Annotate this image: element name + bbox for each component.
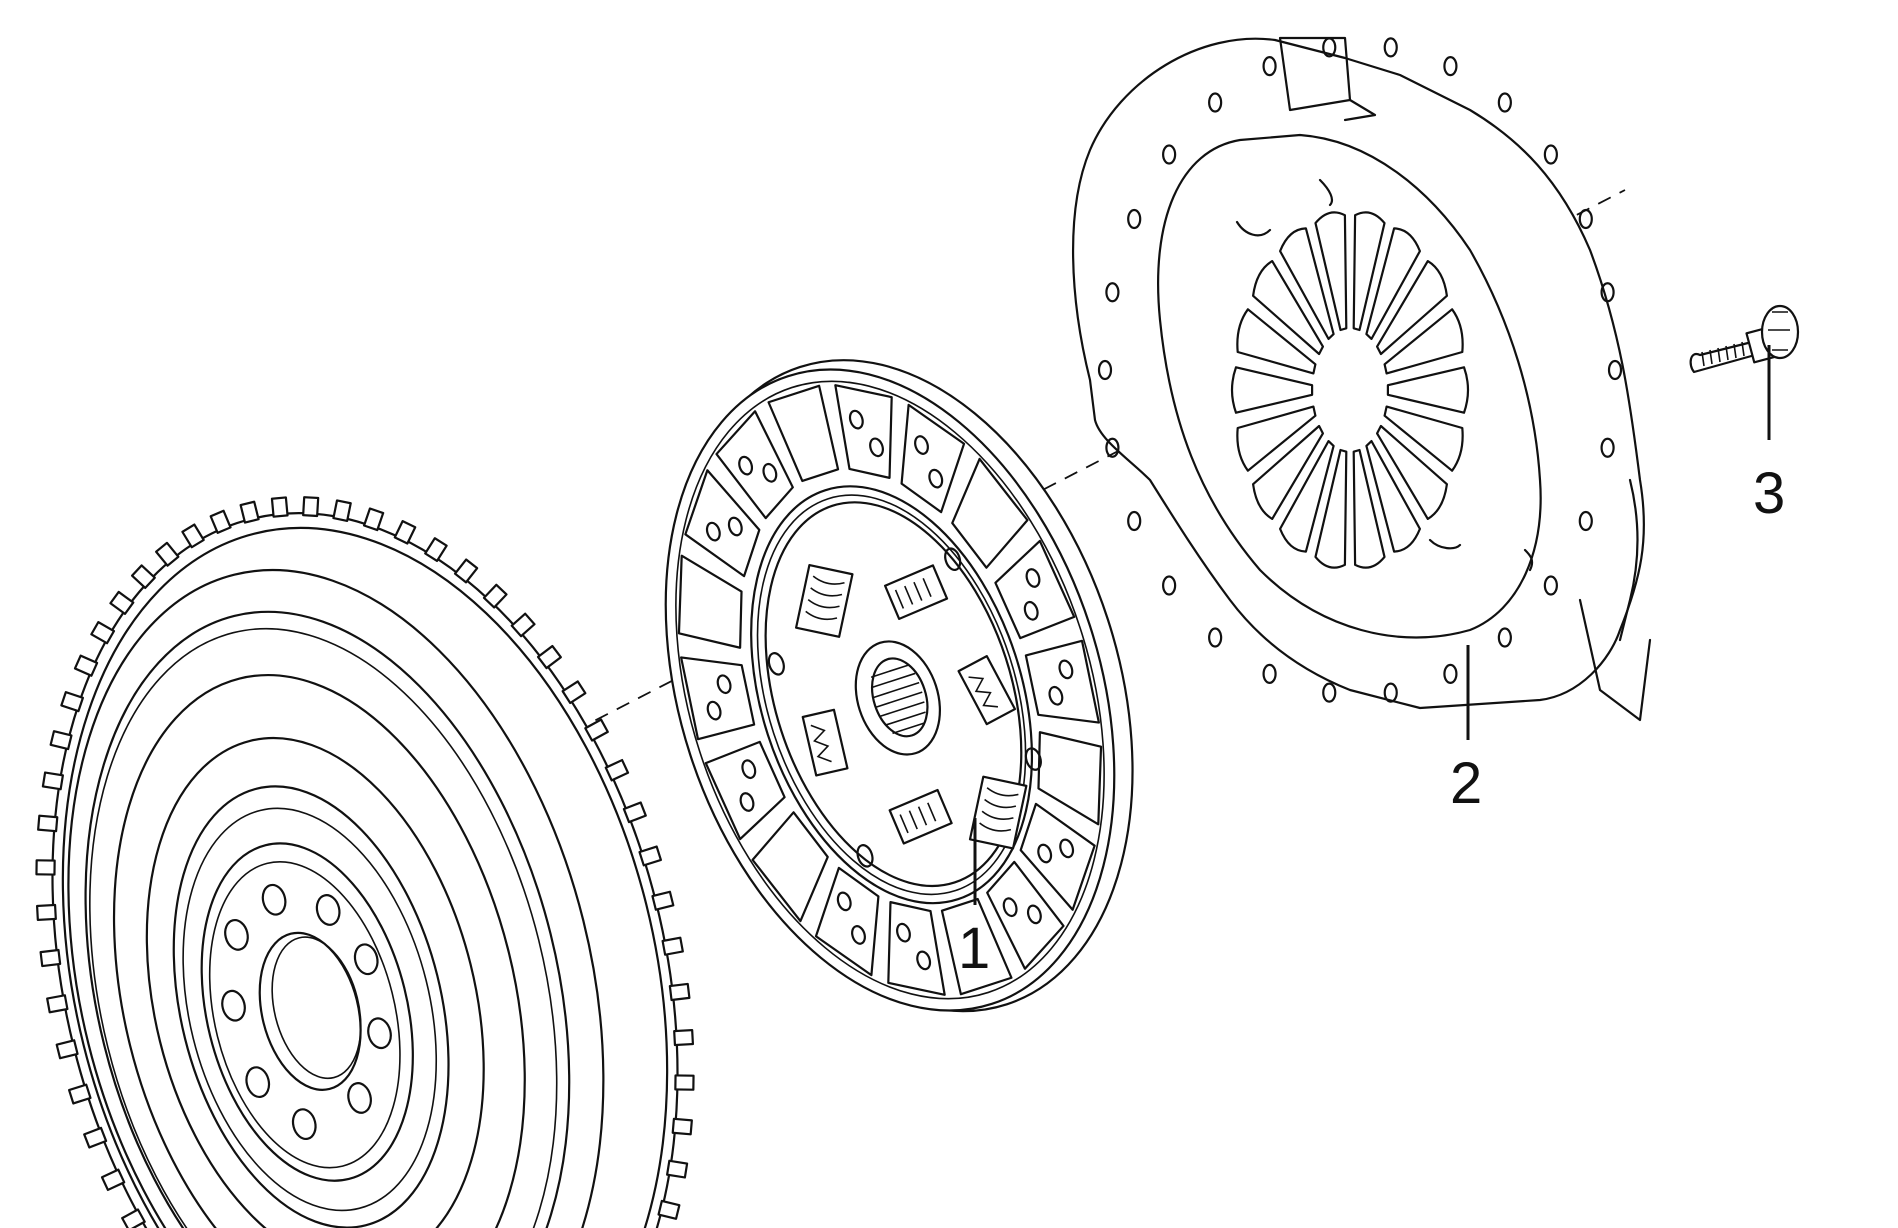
flywheel <box>35 496 695 1228</box>
flywheel-bolt-holes <box>221 883 392 1141</box>
clutch-disc <box>664 359 1134 1013</box>
pressure-plate-bolt-holes <box>1097 37 1623 703</box>
callout-2: 2 <box>1450 751 1483 816</box>
splined-hub <box>854 640 941 756</box>
callout-3: 3 <box>1753 461 1786 526</box>
friction-pads <box>677 384 1103 996</box>
bolt <box>1689 304 1800 374</box>
pressure-plate <box>1072 36 1652 722</box>
damper-springs <box>794 563 1028 850</box>
diaphragm-spring-fingers <box>1230 211 1470 569</box>
flywheel-center-bore <box>258 931 362 1091</box>
callout-1: 1 <box>958 916 991 981</box>
